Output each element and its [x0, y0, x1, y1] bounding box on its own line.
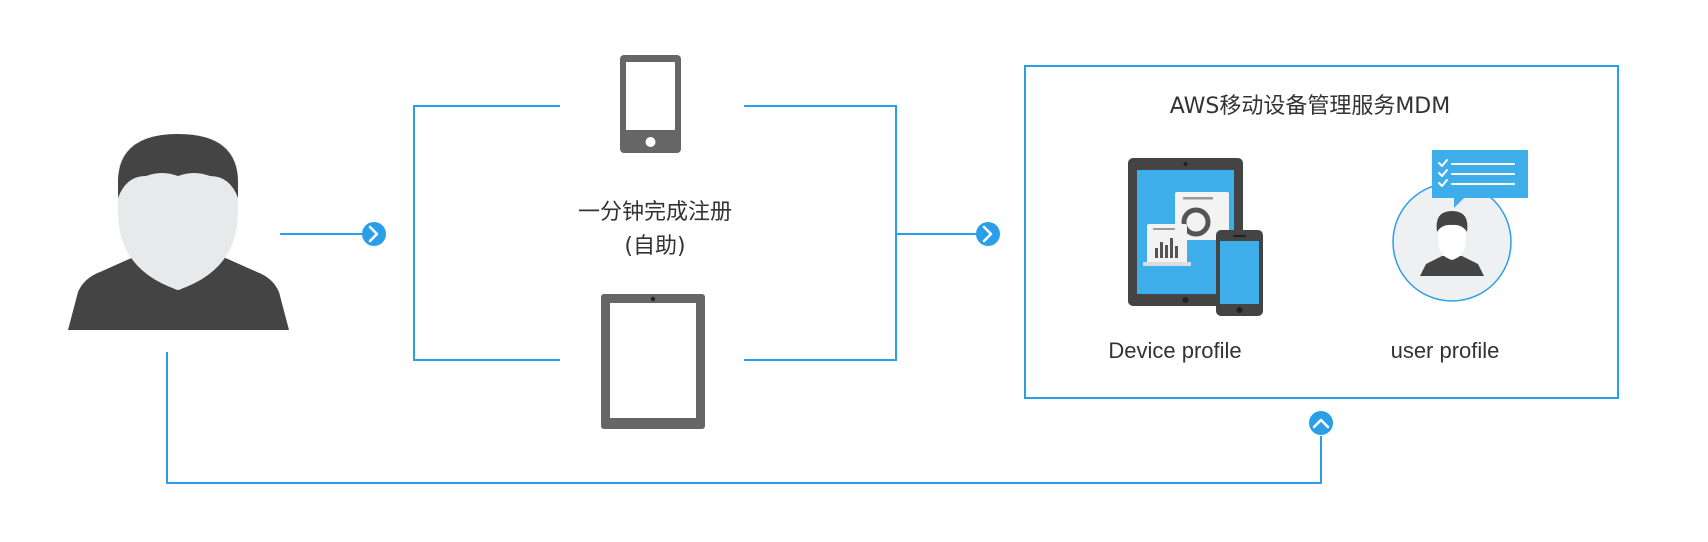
- user-profile-label: user profile: [1390, 338, 1500, 363]
- smartphone-icon: [620, 55, 681, 153]
- connector-mdm-to-user: [166, 352, 1322, 484]
- person-icon: [68, 134, 289, 330]
- chevron-up-icon: [1309, 411, 1333, 435]
- tablet-icon: [601, 294, 705, 429]
- mdm-box-title: AWS移动设备管理服务MDM: [1169, 94, 1451, 119]
- registration-label: 一分钟完成注册: [577, 200, 732, 225]
- chevron-right-icon: [362, 222, 386, 246]
- chevron-right-icon: [976, 222, 1000, 246]
- device-profile-icon: [1128, 158, 1263, 316]
- mdm-service-box: [1024, 65, 1619, 399]
- user-profile-icon: [1392, 150, 1528, 302]
- registration-sublabel: (自助): [624, 234, 686, 259]
- device-profile-label: Device profile: [1108, 338, 1242, 363]
